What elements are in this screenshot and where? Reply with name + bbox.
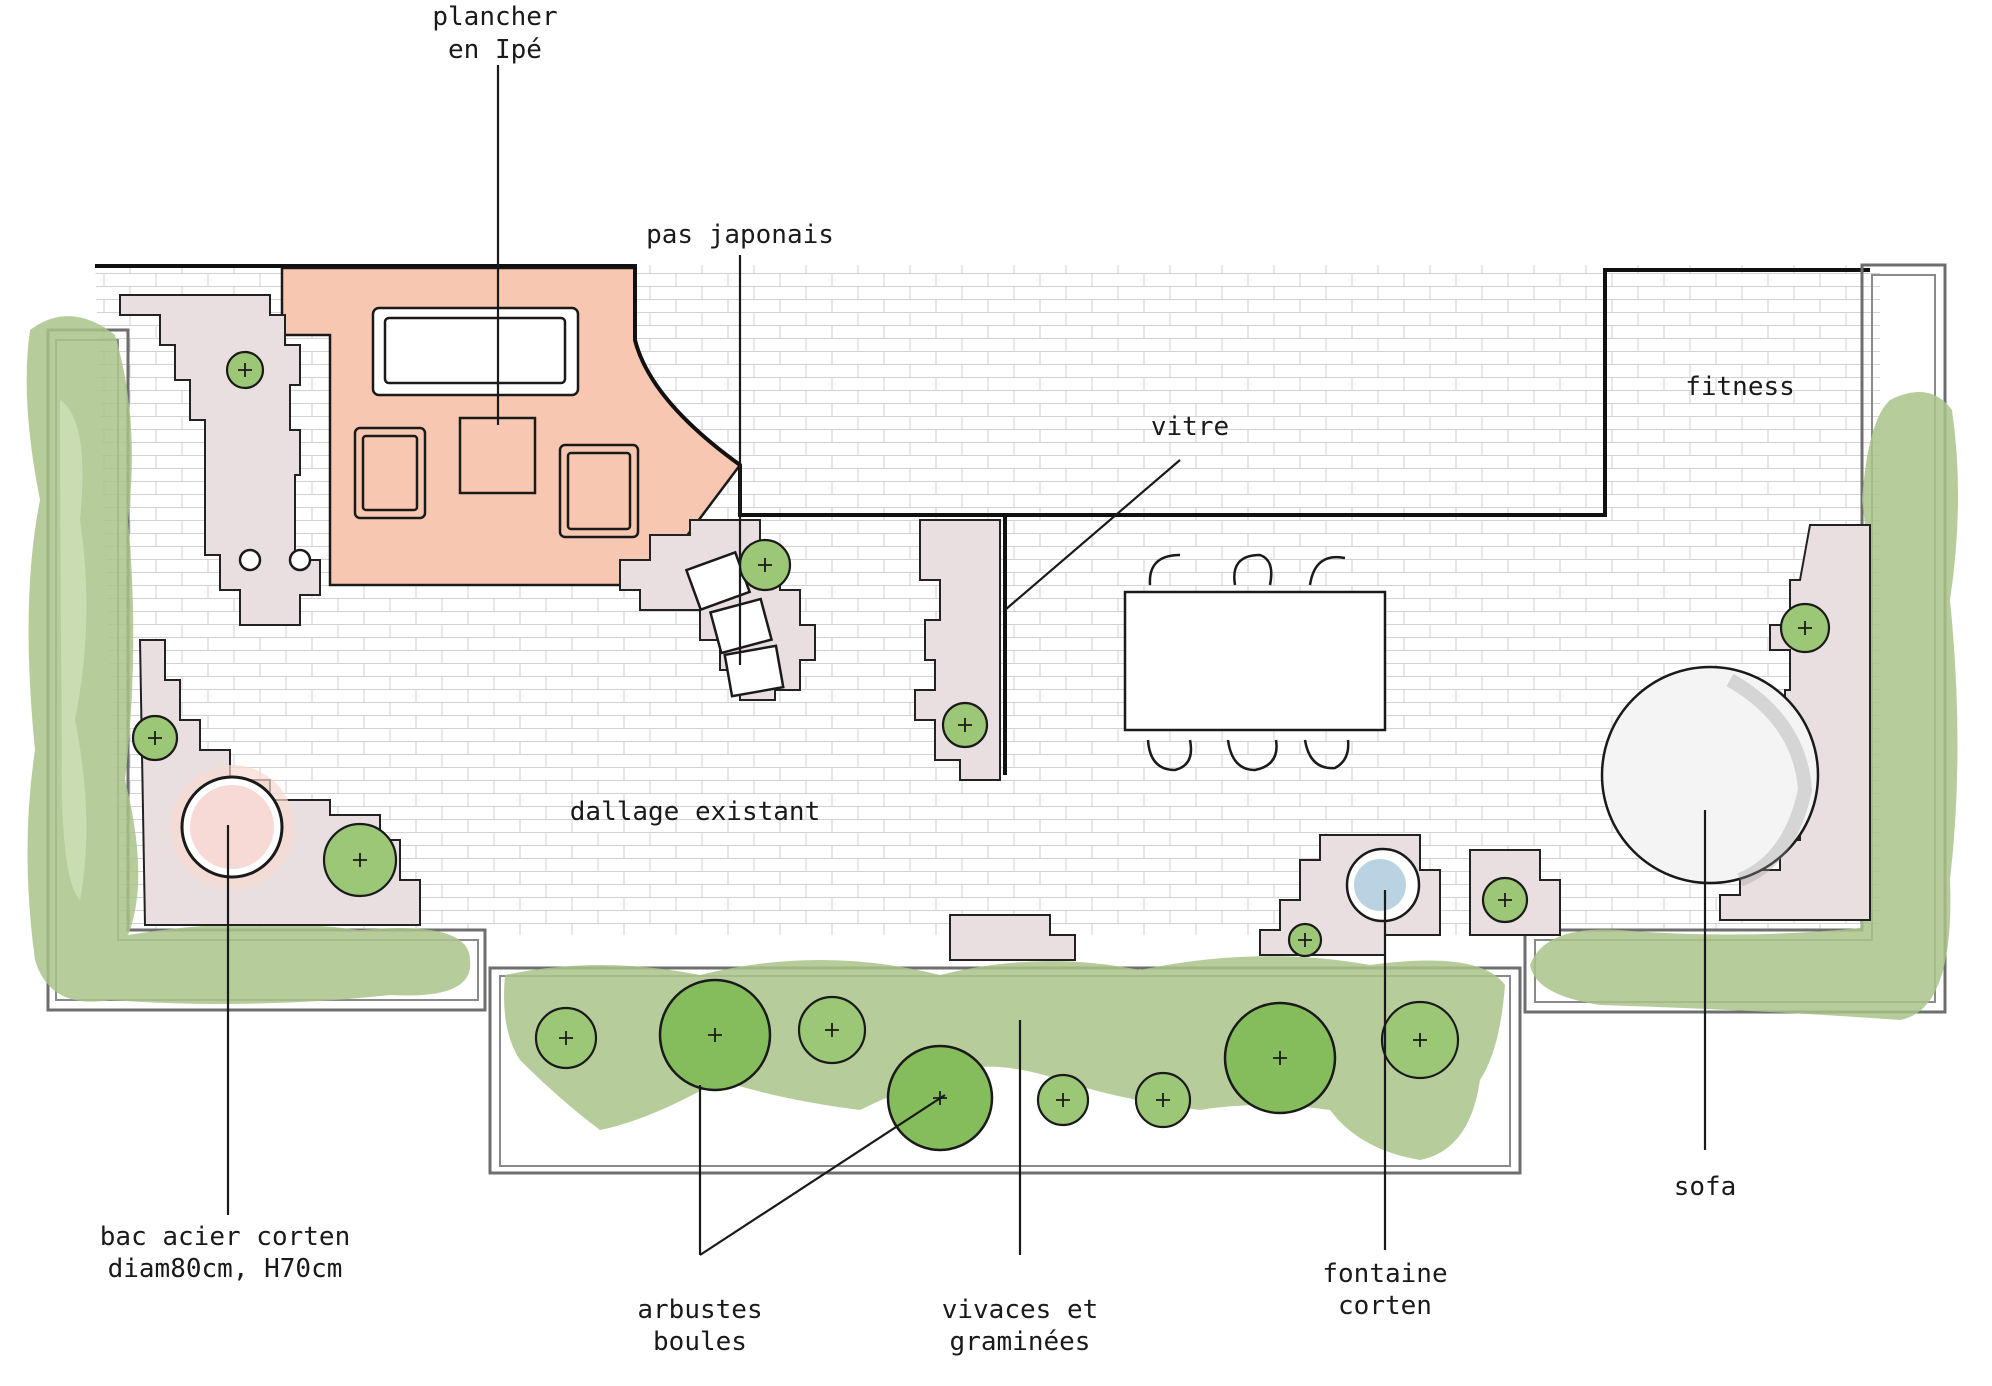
shrub-center-mark [1156,1093,1170,1107]
label-vivaces-2: graminées [950,1327,1091,1357]
label-plancher-1: plancher [432,2,557,32]
label-bac-1: bac acier corten [100,1222,350,1252]
left-planter [26,316,487,1012]
right-planter [1523,263,1959,1020]
label-bac-2: diam80cm, H70cm [108,1254,343,1284]
shrub-center-mark [148,731,162,745]
label-pas-japonais: pas japonais [646,220,834,250]
round-sofa [1600,665,1820,887]
shrub-center-mark [1798,621,1812,635]
label-arbustes-1: arbustes [637,1295,762,1325]
dining-chair [1148,553,1181,586]
label-sofa: sofa [1674,1172,1737,1202]
label-arbustes-2: boules [653,1327,747,1357]
leader-lines [226,65,1707,1256]
ipe-deck [280,266,742,587]
shrub-center-mark [758,558,772,572]
shrub-center-mark [708,1028,722,1042]
label-vivaces-1: vivaces et [942,1295,1099,1325]
shrub-center-mark [958,718,972,732]
dining-table [1123,590,1387,732]
label-fitness: fitness [1685,372,1795,402]
label-fontaine-2: corten [1338,1291,1432,1321]
deck-armchair-left [353,426,427,520]
label-dallage: dallage existant [570,797,820,827]
shrub-center-mark [238,363,252,377]
shrub-center-mark [1413,1033,1427,1047]
small-stools [238,548,312,572]
corten-planter [170,765,294,889]
dining-set [1123,553,1387,772]
label-vitre: vitre [1151,412,1229,442]
shrub-center-mark [1273,1051,1287,1065]
label-plancher-2: en Ipé [448,35,542,65]
deck-sofa [371,306,580,397]
deck-armchair-right [558,443,640,539]
shrub-center-mark [1498,893,1512,907]
label-fontaine-1: fontaine [1322,1259,1447,1289]
labels: plancher en Ipé pas japonais vitre fitne… [100,2,1795,1357]
fountain [1345,847,1421,923]
shrub-center-mark [1056,1093,1070,1107]
central-bed [488,956,1522,1175]
shrub-center-mark [559,1031,573,1045]
shrub-center-mark [353,853,367,867]
shrub-center-mark [1298,933,1312,947]
shrub-center-mark [825,1023,839,1037]
